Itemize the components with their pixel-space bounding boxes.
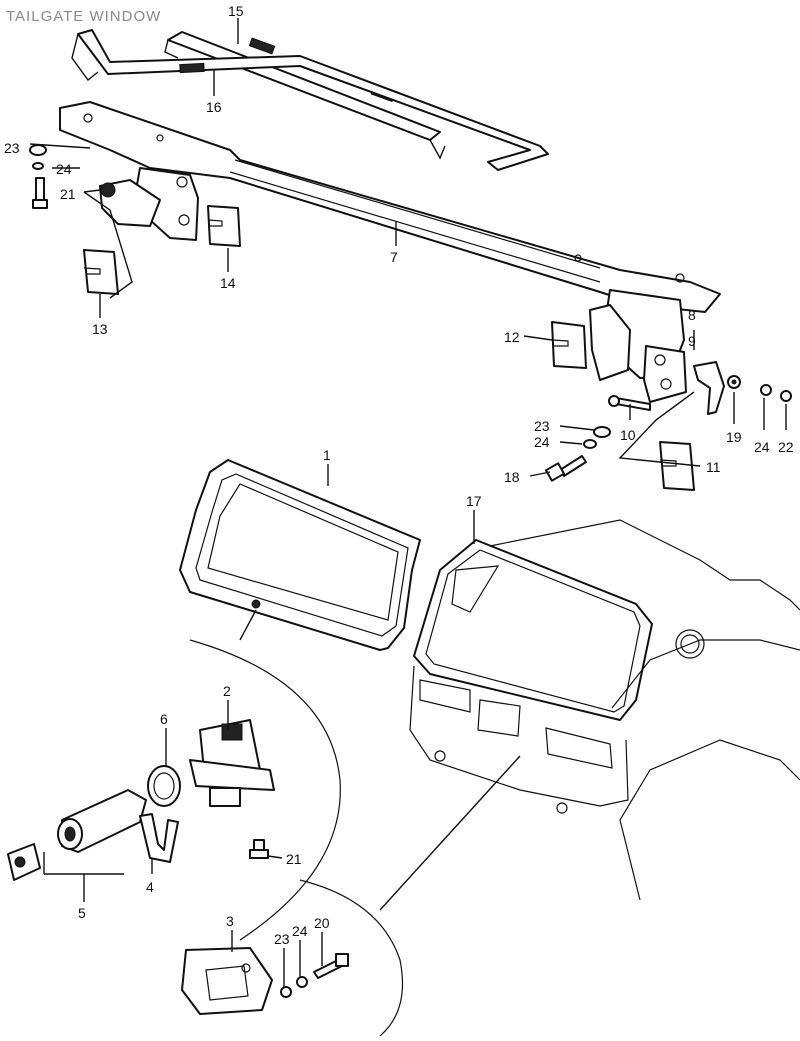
torsion-bar-16 bbox=[71, 29, 549, 171]
callout-5: 5 bbox=[78, 905, 86, 921]
callout-13: 13 bbox=[92, 321, 108, 337]
screw-21-lock bbox=[249, 839, 269, 859]
bolt-10 bbox=[608, 395, 651, 411]
callout-15: 15 bbox=[228, 3, 244, 19]
callout-18: 18 bbox=[504, 469, 520, 485]
callout-22: 22 bbox=[778, 439, 794, 455]
callout-23-right: 23 bbox=[534, 418, 550, 434]
callout-14: 14 bbox=[220, 275, 236, 291]
latch-2 bbox=[189, 719, 275, 807]
lock-cylinder-5 bbox=[7, 789, 147, 881]
diagram-title: TAILGATE WINDOW bbox=[6, 8, 162, 25]
retainer-4 bbox=[139, 813, 179, 863]
callout-6: 6 bbox=[160, 711, 168, 727]
callout-21-left: 21 bbox=[60, 186, 76, 202]
callout-23-left: 23 bbox=[4, 140, 20, 156]
washers-23-24-bolt-20 bbox=[280, 953, 349, 998]
callout-24-right: 24 bbox=[534, 434, 550, 450]
hinge-bar-7 bbox=[59, 101, 721, 313]
callout-17: 17 bbox=[466, 493, 482, 509]
shim-14 bbox=[207, 205, 241, 247]
callout-23-handle: 23 bbox=[274, 931, 290, 947]
callout-10: 10 bbox=[620, 427, 636, 443]
car-rear-17 bbox=[409, 519, 800, 901]
callout-8: 8 bbox=[688, 307, 696, 323]
callout-3: 3 bbox=[226, 913, 234, 929]
callout-4: 4 bbox=[146, 879, 154, 895]
leader-lines bbox=[29, 18, 787, 988]
washers-23-24-right bbox=[583, 426, 611, 449]
callout-24-stay: 24 bbox=[754, 439, 770, 455]
bolt-21-left bbox=[29, 144, 48, 209]
left-hinge bbox=[99, 167, 199, 241]
callout-12: 12 bbox=[504, 329, 520, 345]
callout-19: 19 bbox=[726, 429, 742, 445]
callout-20: 20 bbox=[314, 915, 330, 931]
callout-9: 9 bbox=[688, 333, 696, 349]
stay-arm bbox=[693, 361, 792, 415]
callout-16: 16 bbox=[206, 99, 222, 115]
right-hinge bbox=[589, 289, 687, 403]
gasket-6 bbox=[147, 765, 181, 807]
callout-7: 7 bbox=[390, 249, 398, 265]
callout-labels: 15 16 23 24 21 14 13 7 12 8 9 23 24 10 1… bbox=[4, 3, 794, 947]
callout-24-left: 24 bbox=[56, 161, 72, 177]
window-glass-1 bbox=[179, 459, 421, 651]
callout-24-handle: 24 bbox=[292, 923, 308, 939]
shim-13 bbox=[83, 249, 119, 295]
shim-11 bbox=[659, 441, 695, 491]
callout-2: 2 bbox=[223, 683, 231, 699]
callout-11: 11 bbox=[706, 459, 721, 475]
bolt-18 bbox=[544, 455, 587, 482]
shim-12 bbox=[551, 321, 587, 369]
handle-plate-3 bbox=[181, 947, 273, 1015]
callout-1: 1 bbox=[323, 447, 331, 463]
callout-21-lock: 21 bbox=[286, 851, 302, 867]
